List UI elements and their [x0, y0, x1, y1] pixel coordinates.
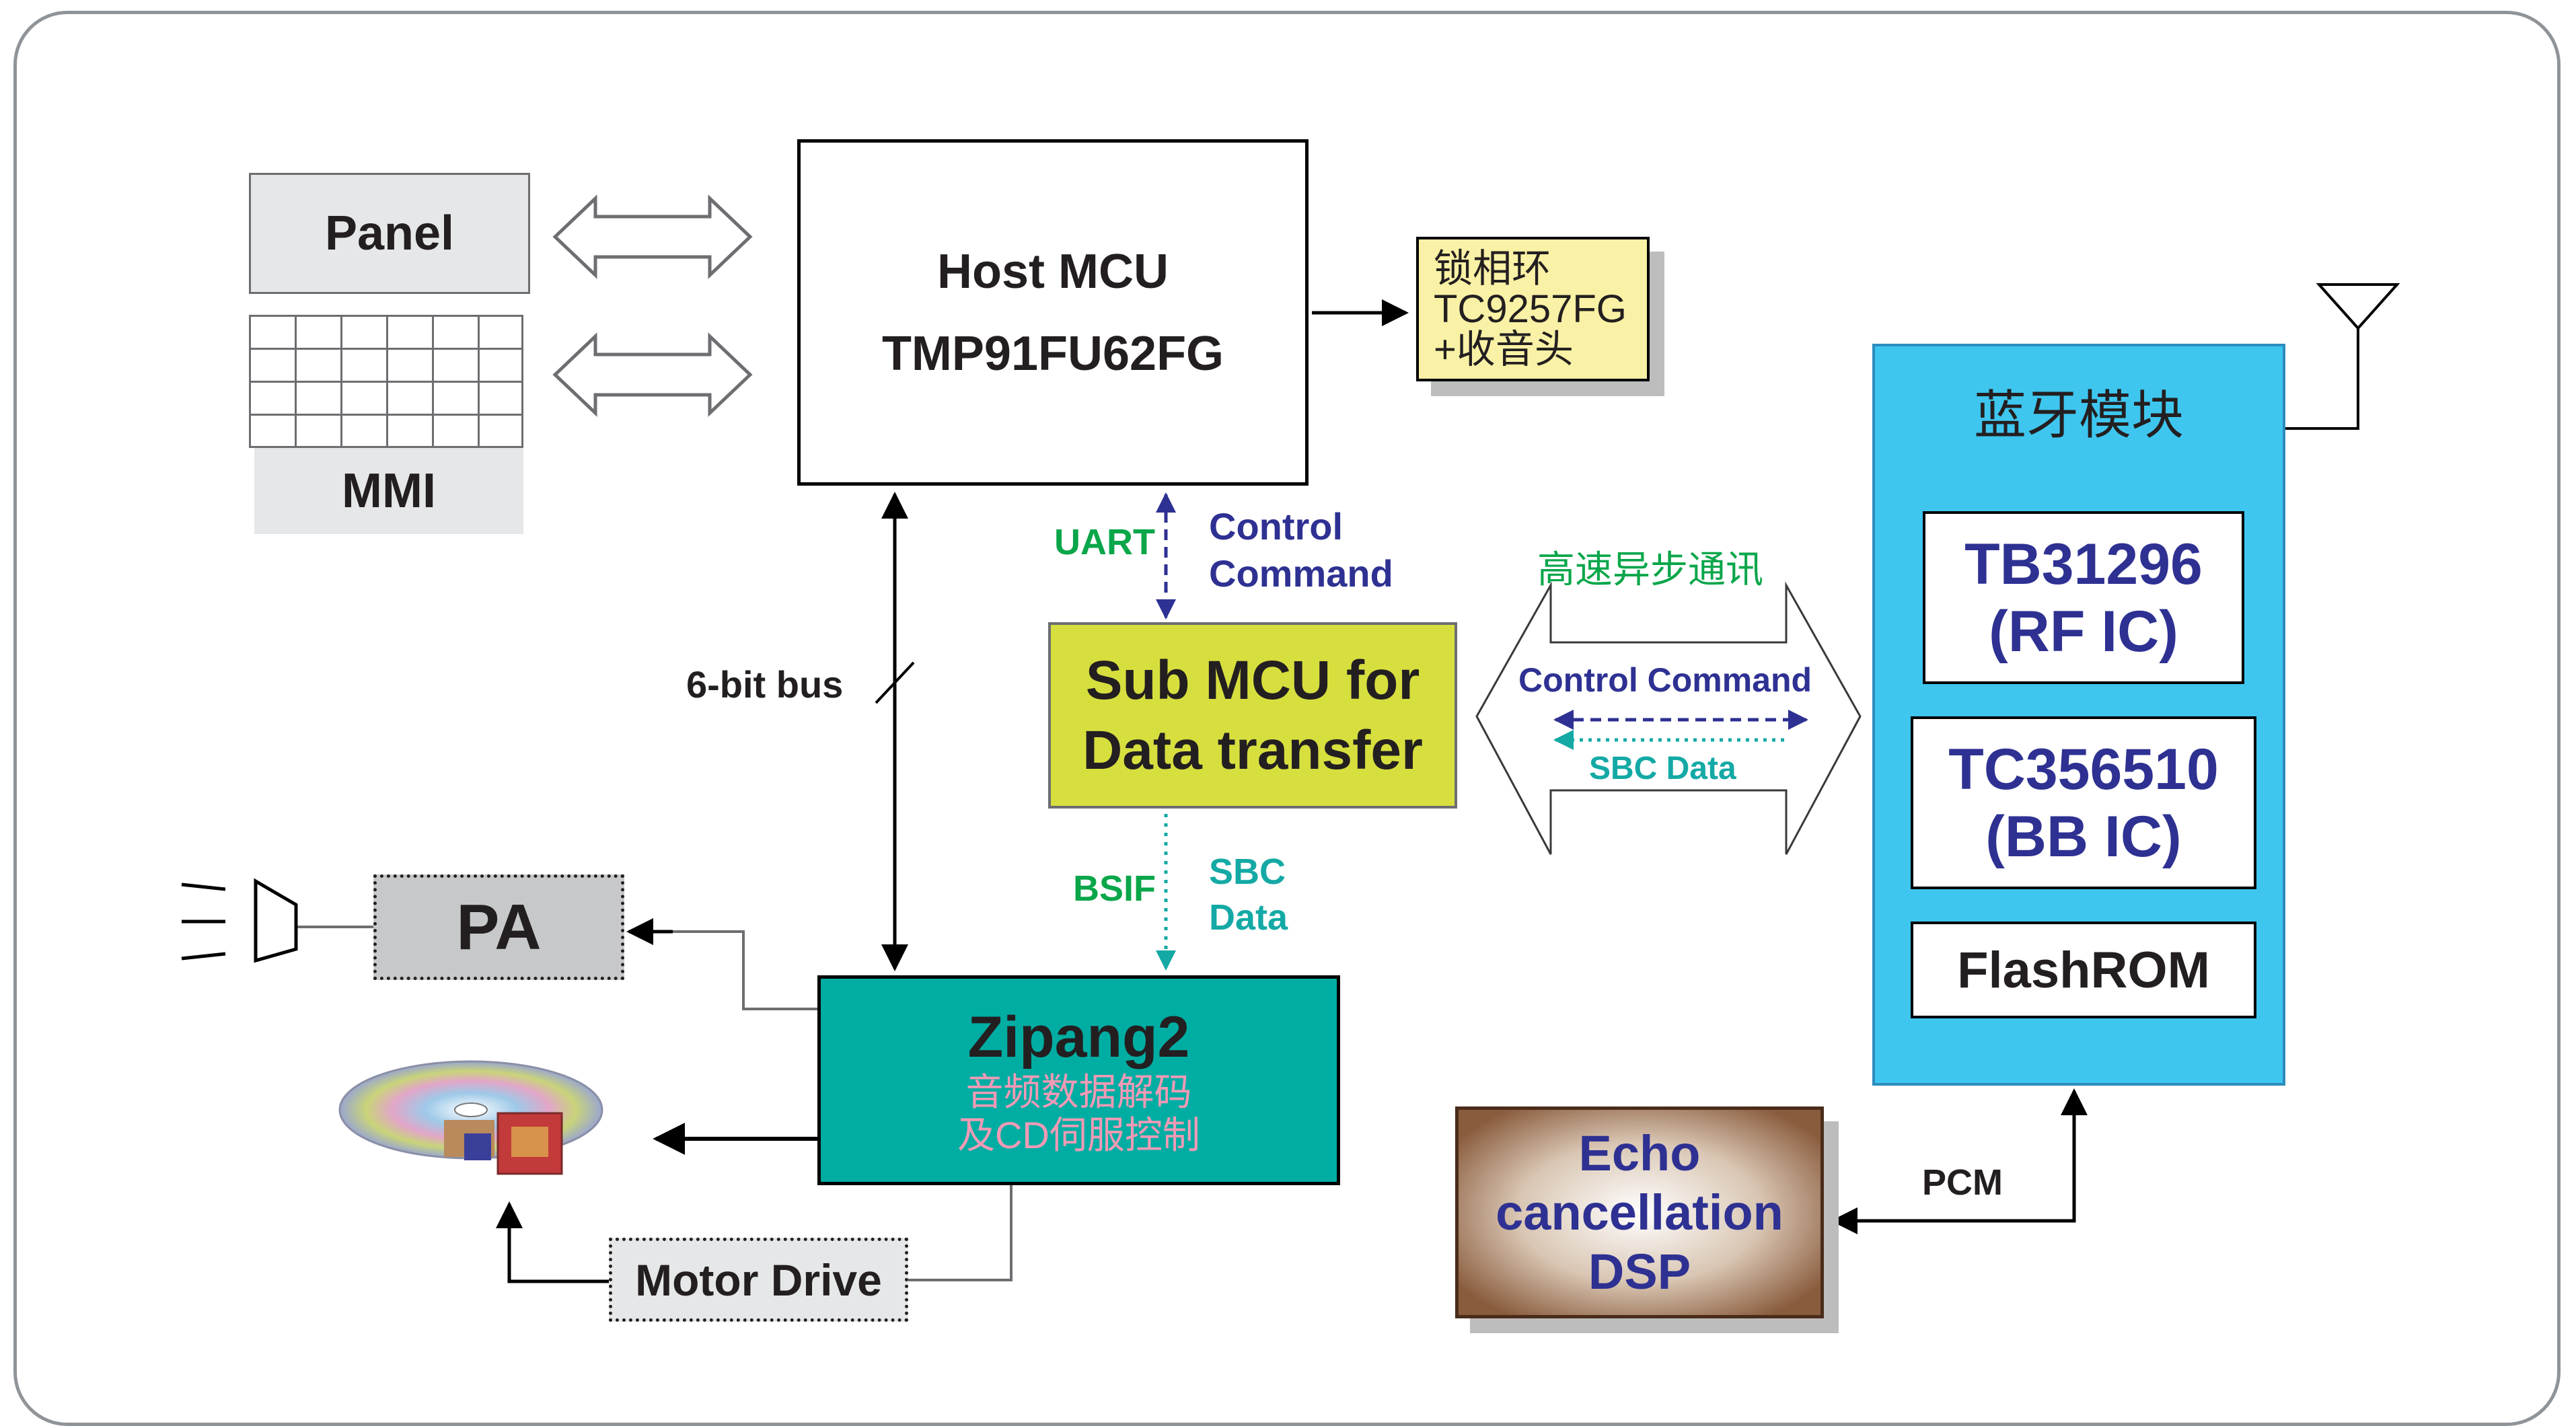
motor-drive-box: Motor Drive	[609, 1238, 908, 1322]
bluetooth-title: 蓝牙模块	[1973, 385, 2184, 445]
bus-slash	[875, 661, 915, 704]
mmi-label: MMI	[342, 464, 436, 518]
pll-label: 锁相环	[1434, 246, 1551, 291]
pcm-label: PCM	[1922, 1162, 2003, 1203]
motor-drive-label: Motor Drive	[635, 1254, 882, 1305]
mmi-keypad	[249, 315, 523, 448]
uart-control-line1: Control	[1209, 505, 1344, 548]
sub-mcu-line2: Data transfer	[1082, 719, 1423, 781]
zipang-title: Zipang2	[967, 1005, 1190, 1070]
speaker-icon	[181, 878, 298, 963]
zipang-box: Zipang2 音频数据解码 及CD伺服控制	[817, 975, 1340, 1185]
rf-ic-label: (RF IC)	[1989, 599, 2178, 664]
pa-box: PA	[373, 874, 624, 980]
hs-sbc-label: SBC Data	[1589, 751, 1736, 786]
bsif-sbc-label: SBC Data	[1209, 849, 1288, 940]
pa-label: PA	[456, 891, 542, 963]
rf-ic-box: TB31296 (RF IC)	[1923, 511, 2244, 684]
bsif-sbc-line2: Data	[1209, 897, 1288, 938]
host-mcu-part: TMP91FU62FG	[881, 326, 1224, 381]
echo-line1: Echo	[1578, 1125, 1701, 1181]
pll-part: TC9257FG	[1434, 287, 1627, 331]
bsif-label: BSIF	[1073, 868, 1156, 909]
mmi-box: MMI	[254, 448, 523, 534]
zipang-line2: 及CD伺服控制	[957, 1114, 1200, 1156]
uart-control-label: Control Command	[1209, 503, 1393, 597]
hs-link-title: 高速异步通讯	[1537, 548, 1763, 591]
sub-mcu-line1: Sub MCU for	[1085, 649, 1420, 711]
echo-dsp-box: Echo cancellation DSP	[1455, 1106, 1824, 1318]
panel-box: Panel	[249, 173, 530, 294]
sub-mcu-box: Sub MCU for Data transfer	[1048, 622, 1457, 809]
rf-ic-part: TB31296	[1964, 531, 2203, 597]
zipang-to-pa-arrow	[636, 930, 817, 1010]
panel-label: Panel	[324, 207, 455, 260]
hs-control-label: Control Command	[1518, 661, 1812, 699]
zipang-line1: 音频数据解码	[965, 1071, 1192, 1113]
radio-tuner-label: +收音头	[1434, 327, 1574, 371]
bb-ic-box: TC356510 (BB IC)	[1911, 716, 2256, 889]
pcm-arrow	[1831, 1088, 2088, 1234]
echo-line2: cancellation	[1496, 1184, 1783, 1240]
bb-ic-part: TC356510	[1948, 737, 2219, 802]
echo-line3: DSP	[1588, 1243, 1691, 1300]
mmi-double-arrow	[552, 332, 753, 417]
zipang-to-motor-line	[908, 1185, 1013, 1281]
flashrom-label: FlashROM	[1957, 941, 2210, 999]
flashrom-box: FlashROM	[1911, 922, 2256, 1018]
host-mcu-box: Host MCU TMP91FU62FG	[797, 139, 1309, 486]
panel-double-arrow	[552, 194, 753, 279]
bb-ic-label: (BB IC)	[1985, 804, 2182, 869]
cd-mechanism-icon	[338, 1060, 603, 1175]
pll-radio-box: 锁相环 TC9257FG +收音头	[1416, 237, 1650, 381]
uart-label: UART	[1054, 522, 1155, 562]
bus-label: 6-bit bus	[686, 663, 844, 706]
host-mcu-title: Host MCU	[937, 244, 1169, 299]
motor-to-disc-arrow	[496, 1201, 609, 1283]
antenna-icon	[2284, 283, 2400, 430]
uart-control-line2: Command	[1209, 552, 1393, 595]
bsif-sbc-line1: SBC	[1209, 852, 1286, 892]
echo-dsp-fill	[1455, 1106, 1824, 1318]
